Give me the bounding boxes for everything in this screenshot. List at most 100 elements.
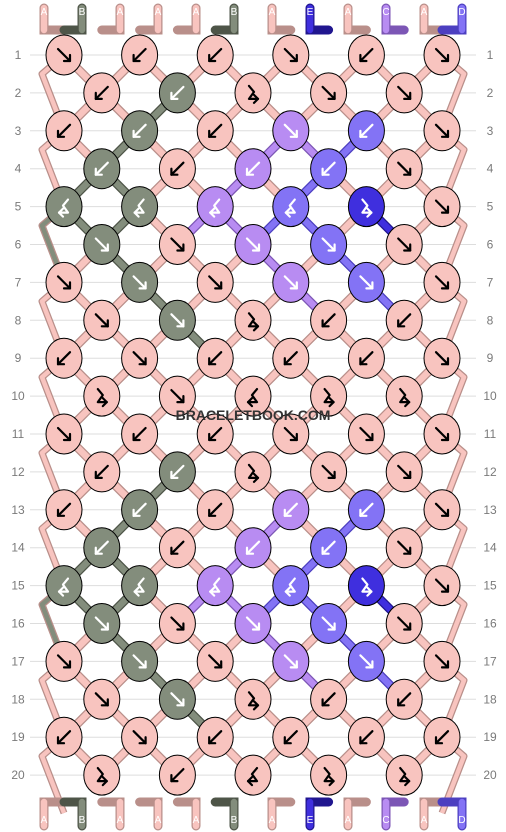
knot-arrow-shaft [283, 730, 298, 745]
knot-arrow-shaft [359, 123, 374, 138]
knot-arrow-head [359, 357, 368, 366]
knot-arrow-shaft [94, 464, 109, 479]
knot-arrow-head [252, 93, 260, 105]
knot [347, 261, 385, 303]
strand-label: A [193, 815, 200, 826]
knot [121, 186, 159, 228]
knot-arrow-head [365, 432, 374, 442]
strand-label: A [155, 7, 162, 18]
row-label: 12 [483, 465, 497, 479]
knot [423, 716, 461, 758]
knot-arrow-backward [246, 766, 259, 783]
knot-arrow-shaft [170, 313, 185, 328]
knot-arrow-head [208, 432, 217, 442]
knot-arrow-shaft [321, 616, 336, 631]
row-label: 10 [11, 389, 25, 403]
knot-arrow-shaft [359, 730, 374, 745]
knot [45, 413, 83, 455]
knot [83, 148, 121, 190]
row-label: 19 [11, 730, 25, 744]
strand-label: B [231, 815, 238, 826]
knot-arrow-head [403, 243, 412, 252]
knot [272, 261, 310, 303]
knot [347, 489, 385, 531]
knot-arrow-head [440, 584, 450, 593]
knot-arrow-head [133, 207, 140, 218]
row-label: 6 [15, 238, 22, 252]
knot-arrow-head [397, 698, 406, 707]
knot-arrow-head [404, 775, 411, 787]
knot-arrow-shaft [56, 730, 72, 745]
knot [385, 754, 423, 796]
knot-arrow-head [214, 660, 223, 669]
knot-arrow-head [289, 129, 298, 138]
knot-arrow-head [138, 281, 147, 290]
knot-arrow-head [321, 546, 330, 555]
knot-arrow-head [170, 470, 179, 479]
knot-arrow-head [101, 397, 108, 408]
knot [310, 299, 348, 341]
knot [385, 527, 423, 569]
knot-arrow-backward [323, 388, 335, 404]
knot-arrow-head [176, 319, 185, 328]
strand-label: A [345, 7, 352, 18]
knot-arrow-shaft [321, 313, 336, 328]
row-label: 3 [487, 124, 494, 138]
watermark: BRACELETBOOK.COM [176, 407, 331, 423]
strand-label: A [117, 815, 124, 826]
knot-arrow-head [440, 508, 450, 517]
knot [272, 110, 310, 152]
knot-arrow-backward [247, 691, 260, 707]
strand-label: A [269, 7, 276, 18]
knot [347, 716, 385, 758]
knot [385, 299, 423, 341]
knot-arrow-head [366, 586, 373, 597]
knot-arrow-head [359, 736, 368, 745]
knot-arrow-shaft [170, 237, 185, 252]
row-label: 16 [11, 617, 25, 631]
knot-arrow-head [209, 586, 216, 597]
row-label: 20 [483, 768, 497, 782]
knot-arrow-head [321, 319, 330, 328]
knot [234, 148, 272, 190]
knot-arrow-shaft [208, 275, 223, 290]
knot-arrow-backward [361, 198, 373, 214]
row-label: 15 [11, 579, 25, 593]
knot [45, 186, 83, 228]
knot [83, 375, 121, 417]
knot-arrow-head [208, 736, 217, 745]
knot-arrow-head [289, 660, 298, 669]
knot-arrow-head [440, 660, 450, 669]
knot [196, 261, 234, 303]
knot-arrow-head [359, 129, 368, 138]
knot [310, 678, 348, 720]
knot-arrow-head [289, 281, 298, 290]
knot [385, 451, 423, 493]
knot-arrow-backward [284, 577, 296, 593]
knot-arrow-shaft [359, 47, 374, 63]
knot-arrow-head [327, 91, 336, 101]
knot-arrow-head [321, 698, 330, 707]
strand-label: A [193, 7, 200, 18]
knot [83, 72, 121, 114]
knot-arrow-head [57, 586, 65, 597]
knot [45, 640, 83, 682]
knot [196, 489, 234, 531]
knot-arrow-head [321, 167, 330, 176]
knot-arrow-shaft [56, 426, 72, 442]
knot [196, 337, 234, 379]
knot-arrow-head [283, 357, 292, 366]
knot-arrow-shaft [359, 426, 374, 442]
knot-arrow-backward [399, 388, 411, 404]
knot-arrow-shaft [321, 161, 336, 176]
knot [121, 565, 159, 607]
knot-arrow-shaft [94, 237, 109, 252]
knot [158, 148, 196, 190]
knot-arrow-shaft [359, 275, 374, 290]
knot [83, 527, 121, 569]
knot-arrow-head [101, 775, 108, 787]
knot-arrow-head [170, 167, 179, 176]
knot-arrow-head [403, 546, 412, 555]
